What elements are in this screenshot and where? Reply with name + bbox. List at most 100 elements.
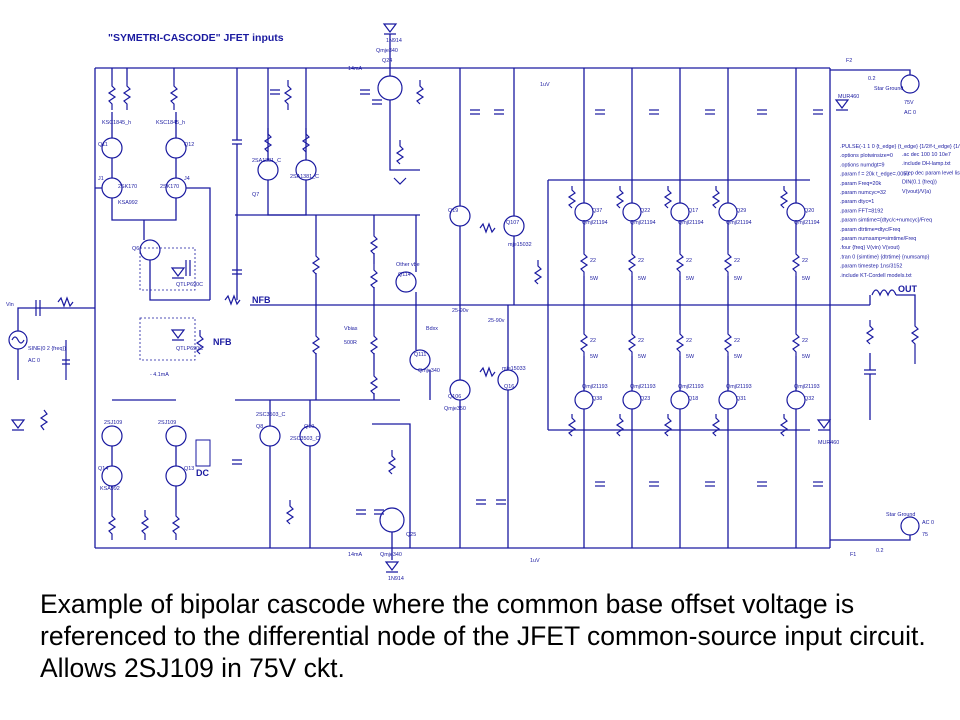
ksa992-label-1: KSA992 [118, 200, 138, 206]
supply-ac-label-1: AC 0 [904, 110, 916, 116]
output-npn [670, 202, 690, 222]
qtlp-label-1: QTLP690C [176, 282, 203, 288]
d1n914-label-2: 1N914 [388, 576, 404, 580]
output-pnp [670, 390, 690, 410]
r500-label: 500R [344, 340, 357, 346]
uv-label-1: 1uV [540, 82, 550, 88]
output-npn-label: Q20 [804, 208, 814, 214]
vin-label: Vin [6, 302, 14, 308]
q11-label: Q11 [98, 142, 108, 148]
vas-stage: 2SA1381_C 2SA1381_C Q7 2SC3503_C 2SC3503… [232, 68, 420, 548]
bdxx-label: Bdxx [426, 326, 438, 332]
output-pnp [718, 390, 738, 410]
amplifier-schematic: "SYMETRI-CASCODE" JFET inputs Vin SINE(0… [6, 23, 960, 580]
output-npn-label: Q29 [736, 208, 746, 214]
supply-pos-label: 75V [904, 100, 914, 106]
output-pnp-part: Qmjl21193 [726, 384, 752, 390]
spice-side-line: .include DH-lamp.txt [902, 161, 951, 167]
output-npn-re [723, 250, 733, 276]
nfb-label-2: NFB [213, 337, 232, 347]
spice-side-line: .ac dec 100 10 10e7 [902, 152, 951, 158]
spice-line: .options numdgt=9 [840, 162, 885, 168]
output-npn-re-label: 22 [802, 258, 808, 264]
q10-label: Q10 [304, 424, 314, 430]
q19-label: Q19 [448, 208, 458, 214]
jfet-p-label-2: 2SJ109 [158, 420, 176, 426]
spice-line: .param dtrtime=dtyc/Freq [840, 227, 900, 233]
i14ma-top: 14mA [348, 66, 362, 72]
output-pnp-re-label: 22 [802, 338, 808, 344]
q7-label: Q7 [252, 192, 259, 198]
star-ground-bottom: Star Ground [886, 512, 915, 518]
vbias-label: Vbias [344, 326, 358, 332]
output-pnp-re [579, 330, 589, 356]
bias-drivers: Qmje340 Q24 1N914 14mA Q114 Q111 Other v… [344, 23, 550, 580]
output-npn-rb [567, 186, 577, 209]
spice-line: .param numcyc=32 [840, 190, 886, 196]
q6-label: Q6 [132, 246, 139, 252]
output-pnp-label: Q18 [688, 396, 698, 402]
supply-neg-label: 75 [922, 532, 928, 538]
supply-ac-label-2: AC 0 [922, 520, 934, 526]
output-npn-rb [711, 186, 721, 209]
qmje350-label: Qmje350 [444, 406, 466, 412]
output-pnp-re [791, 330, 801, 356]
ksc1845-label-1: KSC1845_h [102, 120, 131, 126]
schematic-title: "SYMETRI-CASCODE" JFET inputs [108, 32, 284, 44]
output-npn-power: 5W [638, 276, 647, 282]
output-pnp-part: Qmjl21193 [630, 384, 656, 390]
output-pnp-power: 5W [802, 354, 811, 360]
output-npn [622, 202, 642, 222]
output-npn-re-label: 22 [590, 258, 596, 264]
output-npn [786, 202, 806, 222]
q107-label: Q107 [506, 220, 519, 226]
q24-label: Q24 [382, 58, 392, 64]
d1n914-label-1: 1N914 [386, 38, 402, 44]
output-npn-label: Q37 [592, 208, 602, 214]
sine-label: SINE(0 2 {freq}) [28, 346, 66, 352]
output-pnp-rb [663, 414, 673, 437]
output-pnp-re-label: 22 [686, 338, 692, 344]
output-pnp [786, 390, 806, 410]
spice-side-line: V(vout)/V(a) [902, 189, 931, 195]
output-pnp-rb [615, 414, 625, 437]
output-pnp-power: 5W [686, 354, 695, 360]
q12-label: Q12 [184, 142, 194, 148]
spice-line: .param Freq=20k [840, 181, 882, 187]
q25-label: Q25 [406, 532, 416, 538]
fuse-f2-label: F2 [846, 58, 852, 64]
output-npn-re [579, 250, 589, 276]
output-pnp-re [627, 330, 637, 356]
mur460-label-1: MUR460 [838, 94, 859, 100]
sa1381-label-2: 2SA1381_C [290, 174, 319, 180]
dc-label: DC [196, 468, 209, 478]
q114-label: Q114 [398, 272, 411, 278]
spice-line: .PULSE(-1 1 0 {t_edge} {t_edge} {1/2/f-t… [840, 144, 960, 150]
figure-caption: Example of bipolar cascode where the com… [40, 589, 926, 683]
spice-line: .param dtyc=1 [840, 199, 874, 205]
jfet-n-label: 2SK170 [118, 184, 137, 190]
output-network: OUT Star Ground Star Ground 75V 75 AC 0 … [816, 58, 934, 558]
output-pnp-label: Q31 [736, 396, 746, 402]
output-npn-label: Q22 [640, 208, 650, 214]
spice-line: .param FFT=8192 [840, 208, 883, 214]
mje15033-label: mje15033 [502, 366, 526, 372]
spice-line: .include KT-Cordell models.txt [840, 273, 912, 279]
output-pnp [622, 390, 642, 410]
rfuse-label-1: 0.2 [868, 76, 876, 82]
q14-label: Q14 [98, 466, 108, 472]
jfet-p-label-1: 2SJ109 [104, 420, 122, 426]
output-npn-re-label: 22 [638, 258, 644, 264]
ksa992-label-2: KSA992 [100, 486, 120, 492]
sc3503-label-1: 2SC3503_C [256, 412, 285, 418]
supply-rails [94, 67, 880, 549]
output-pnp [574, 390, 594, 410]
spice-side-line: .step dec param level list .1 .5 1 3 [902, 170, 960, 176]
output-npn [718, 202, 738, 222]
tail-note: - 4.1mA [150, 372, 169, 378]
output-npn-part: Qmjl21194 [678, 220, 704, 226]
mur460-label-2: MUR460 [818, 440, 839, 446]
q106-label: Q106 [448, 394, 461, 400]
spice-line: .param simtime={dtyc/c+numcyc}/Freq [840, 218, 932, 224]
output-pnp-re-label: 22 [734, 338, 740, 344]
